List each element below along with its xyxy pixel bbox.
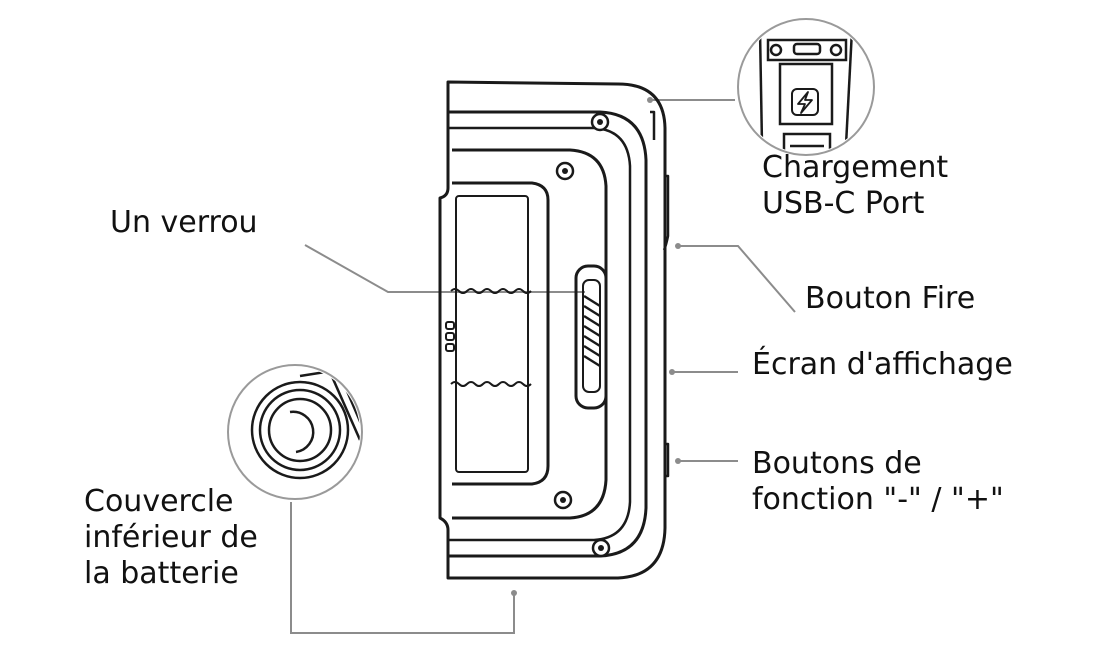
window-outer bbox=[452, 181, 550, 486]
lock-slider bbox=[574, 264, 608, 410]
top-notch bbox=[650, 110, 656, 140]
label-battery-cover: Couvercle inférieur de la batterie bbox=[84, 484, 258, 592]
device-body bbox=[438, 80, 670, 580]
label-usb-line2: USB-C Port bbox=[762, 186, 925, 221]
leader-dot-display bbox=[669, 369, 675, 375]
leader-battery bbox=[290, 502, 515, 634]
label-lock-text: Un verrou bbox=[110, 205, 258, 240]
screw-icon bbox=[591, 538, 611, 558]
label-usb-port: Chargement USB-C Port bbox=[762, 150, 948, 222]
window-panel bbox=[455, 195, 529, 473]
screw-icon bbox=[553, 490, 573, 510]
leader-fire bbox=[678, 245, 796, 313]
leader-dot-battery bbox=[511, 590, 517, 596]
leader-dot-function bbox=[675, 458, 681, 464]
lightning-bolt-icon bbox=[791, 88, 819, 116]
leader-lock bbox=[304, 244, 585, 293]
screw-icon bbox=[555, 161, 575, 181]
screw-icon bbox=[590, 112, 610, 132]
label-battery-line1: Couvercle bbox=[84, 484, 234, 519]
leader-dot-usb bbox=[647, 97, 653, 103]
label-battery-line2: inférieur de bbox=[84, 520, 258, 555]
label-lock: Un verrou bbox=[110, 205, 258, 241]
bumper-inner bbox=[448, 126, 632, 542]
vent-slots bbox=[445, 321, 455, 352]
function-button-shape bbox=[664, 442, 670, 478]
grip-frame bbox=[452, 148, 608, 520]
label-fire-button: Bouton Fire bbox=[805, 281, 975, 317]
label-fire-text: Bouton Fire bbox=[805, 281, 976, 316]
usb-callout-detail bbox=[758, 29, 854, 153]
label-display-text: Écran d'affichage bbox=[752, 347, 1013, 382]
leader-lines bbox=[290, 99, 796, 634]
label-function-line2: fonction "-" / "+" bbox=[752, 482, 1004, 517]
label-display: Écran d'affichage bbox=[752, 347, 1013, 383]
label-battery-line3: la batterie bbox=[84, 556, 239, 591]
stitching bbox=[450, 288, 532, 387]
outer-shell bbox=[438, 80, 667, 580]
label-usb-line1: Chargement bbox=[762, 150, 949, 185]
label-function-line1: Boutons de bbox=[752, 446, 922, 481]
battery-callout-circle bbox=[227, 364, 363, 500]
leader-dot-fire bbox=[675, 243, 681, 249]
fire-button-shape bbox=[662, 174, 670, 251]
label-function-buttons: Boutons de fonction "-" / "+" bbox=[752, 446, 1004, 518]
bumper-outer bbox=[448, 110, 648, 558]
